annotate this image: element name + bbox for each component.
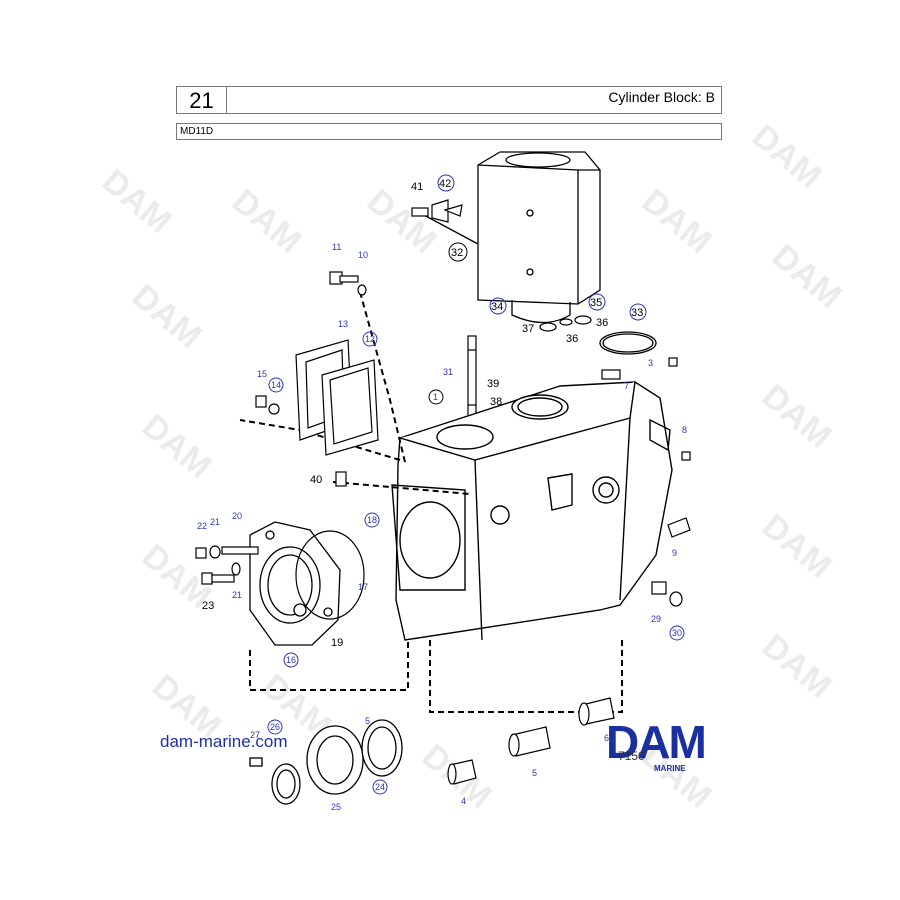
callout-label: 10 [358,250,368,260]
callout-label: 24 [375,782,385,792]
callout-label: 3 [648,358,653,368]
callout-label: 13 [338,319,348,329]
housing-16-part [249,521,341,646]
logo-text: DAM [606,716,705,768]
callout-label: 41 [411,181,423,193]
callout-label: 42 [439,178,451,190]
callout-circle [372,779,388,795]
cylinder-block-part [391,381,673,641]
callout-circle [448,242,468,262]
page-number: 21 [176,86,227,114]
callout-circle [267,719,283,735]
bolt-15-part [255,395,280,415]
plug-9-part [667,517,691,538]
callout-label: 37 [522,323,534,335]
callout-label: 1 [433,392,438,402]
cylinder-liner-part [421,151,601,324]
callout-label: 14 [271,380,281,390]
callout-label: 7 [624,381,629,391]
callout-circle [268,377,284,393]
callout-circle [669,625,685,641]
plug-7-part [601,357,691,461]
bolts-20-23-part [195,545,259,585]
callout-label: 40 [310,474,322,486]
callout-label: 9 [672,548,677,558]
website-link[interactable]: dam-marine.com [160,732,288,751]
seal-housing-25-part [249,719,403,805]
ring-19-part [295,530,365,620]
callout-label: 29 [651,614,661,624]
callout-label: 22 [197,521,207,531]
drawing-code: 7150 [618,749,645,763]
callout-label: 20 [232,511,242,521]
watermark: DAM [95,162,179,241]
watermark: DAM [765,237,849,316]
callout-label: 23 [202,600,214,612]
callout-circle [437,174,455,192]
page-title: Cylinder Block: B [608,89,715,105]
callout-label: 15 [257,369,267,379]
callout-circle [489,297,507,315]
callout-label: 31 [443,367,453,377]
callout-label: 12 [365,334,375,344]
callout-circle [364,512,380,528]
watermark: DAM [635,182,719,261]
dam-marine-logo: DAM MARINE [606,716,707,773]
callout-circle [283,652,299,668]
watermark: DAM [755,377,839,456]
watermark: DAM [360,182,444,261]
callout-label: 19 [331,637,343,649]
watermark: DAM [135,407,219,486]
watermark: DAM [125,277,209,356]
callout-circle [362,331,378,347]
nipple-40-part [335,471,347,487]
o-ring-33-part [599,331,657,355]
callout-label: 34 [491,301,503,313]
model-label: MD11D [176,123,722,140]
callout-label: 36 [566,333,578,345]
gasket-12-part [321,359,379,456]
callout-label: 6 [604,733,609,743]
callout-label: 35 [590,297,602,309]
callout-label: 18 [367,515,377,525]
callout-label: 17 [358,582,368,592]
callout-label: 33 [631,307,643,319]
callout-label: 32 [451,247,463,259]
plug-29-part [651,581,683,607]
callout-label: 26 [270,722,280,732]
bushings-part [447,697,615,785]
callout-label: 27 [250,730,260,740]
watermark: DAM [225,182,309,261]
screw-11-part [329,271,367,296]
logo-subtext: MARINE [654,764,686,773]
callout-label: 36 [596,317,608,329]
callout-label: 21 [210,517,220,527]
callout-label: 25 [331,802,341,812]
watermark: DAM [745,117,829,196]
washers-part [539,315,592,332]
callout-label: 38 [490,396,502,408]
callout-label: 5 [365,716,370,726]
callout-label: 4 [461,796,466,806]
callouts: 1 3 4 5 5 6 7 8 9 10 11 12 13 14 15 16 1… [197,174,687,812]
callout-label: 8 [682,425,687,435]
title-box: Cylinder Block: B [227,86,722,114]
callout-label: 21 [232,590,242,600]
watermark: DAM [755,627,839,706]
bolt-41-part [411,199,463,223]
callout-label: 11 [332,242,341,252]
callout-circle [588,293,606,311]
callout-circle [629,303,647,321]
watermark: DAM [755,507,839,586]
dashed-guides [239,291,623,713]
callout-label: 16 [286,655,296,665]
callout-label: 39 [487,378,499,390]
callout-label: 30 [672,628,682,638]
stud-31-part [467,335,477,421]
callout-circle [428,389,444,405]
callout-label: 5 [532,768,537,778]
